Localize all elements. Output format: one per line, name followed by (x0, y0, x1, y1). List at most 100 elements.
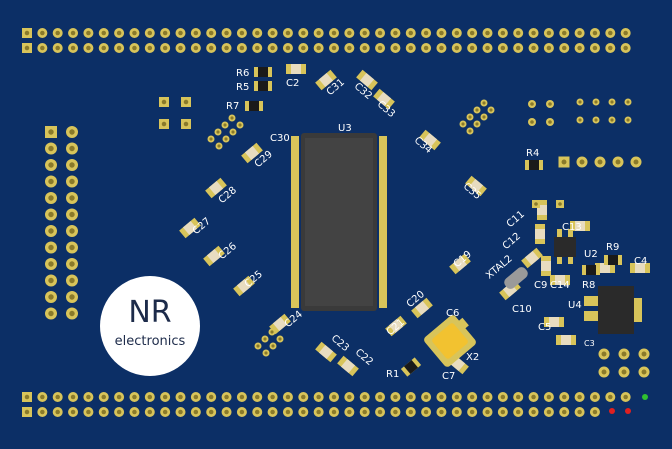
pad-hole (562, 409, 567, 415)
pad-hole (40, 409, 45, 415)
pad-hole (161, 121, 167, 127)
pad-hole (468, 129, 472, 133)
capacitor (269, 313, 291, 335)
pad-hole (393, 394, 398, 400)
pad-hole (393, 409, 398, 415)
pad-hole (301, 45, 306, 51)
nr-electronics-logo: NR electronics (100, 276, 200, 376)
pad-hole (69, 211, 75, 218)
pad-hole (423, 30, 429, 36)
pad-hole (208, 45, 214, 51)
pad-hole (592, 409, 598, 415)
pad-hole (101, 45, 106, 51)
pad-hole (69, 195, 75, 201)
pad-hole (546, 394, 552, 400)
pad-hole (48, 162, 54, 168)
pad-hole (558, 202, 562, 206)
ic-u3 (291, 133, 387, 311)
pad-hole (40, 394, 45, 400)
pad-hole (362, 45, 367, 51)
header-bottom-row2 (22, 407, 600, 417)
pad-hole (608, 394, 613, 400)
pad-hole (161, 99, 167, 105)
pad-hole (423, 394, 429, 400)
pad-hole (70, 394, 76, 400)
label-r6: R6 (236, 68, 250, 79)
pad-hole (592, 30, 598, 36)
pad-hole (132, 409, 137, 415)
capacitor (241, 142, 263, 164)
pad-hole (183, 121, 189, 127)
pad-hole (469, 45, 475, 51)
pad-hole (347, 30, 352, 36)
pad-hole (147, 394, 153, 400)
pad-hole (531, 30, 536, 36)
capacitor (337, 355, 359, 377)
pad-hole (193, 30, 199, 36)
pad-hole (270, 330, 274, 334)
pad-hole (132, 30, 137, 36)
label-c10: C10 (512, 304, 532, 315)
pad-hole (238, 123, 242, 127)
crystal-x2 (424, 315, 476, 367)
pad-hole (475, 108, 479, 112)
pad-hole (597, 159, 603, 165)
pad-hole (578, 118, 582, 122)
label-r9: R9 (606, 242, 620, 253)
label-r7: R7 (226, 101, 240, 112)
pad-hole (577, 394, 582, 400)
pad-hole (147, 45, 153, 51)
pad-hole (562, 45, 567, 51)
pad-hole (270, 394, 275, 400)
pad-hole (515, 394, 521, 400)
pad-hole (132, 45, 137, 51)
pad-hole (316, 30, 321, 36)
pad-hole (116, 394, 122, 400)
pad-hole (594, 118, 598, 122)
pad-hole (626, 118, 630, 122)
label-c7: C7 (442, 371, 456, 382)
pad-hole (48, 261, 54, 267)
label-u2: U2 (584, 249, 598, 260)
pad-hole (489, 108, 493, 112)
pad-hole (469, 30, 475, 36)
capacitor (535, 224, 545, 244)
pad-hole (377, 409, 383, 415)
pad-hole (116, 30, 122, 36)
pad-hole (482, 115, 486, 119)
pad-hole (285, 409, 291, 415)
pad-hole (48, 310, 54, 317)
pad-hole (162, 30, 168, 36)
pad-hole (485, 394, 490, 400)
pad-hole (534, 202, 538, 206)
pad-hole (239, 394, 245, 400)
pad-hole (515, 409, 521, 415)
pad-hole (116, 45, 122, 51)
pad-hole (393, 30, 398, 36)
pad-hole (615, 159, 621, 165)
pad-hole (285, 30, 291, 36)
pad-hole (562, 30, 567, 36)
pad-hole (48, 211, 54, 218)
pad-hole (608, 45, 613, 51)
label-c6: C6 (446, 308, 460, 319)
pad-hole (454, 30, 460, 36)
pad-hole (594, 100, 598, 104)
pad-hole (239, 30, 245, 36)
pad-hole (231, 130, 235, 134)
pad-hole (316, 394, 321, 400)
capacitor (385, 315, 407, 337)
pad-hole (70, 409, 76, 415)
pad-hole (224, 45, 229, 51)
pad-hole (601, 351, 607, 357)
pad-hole (500, 394, 506, 400)
pad-hole (193, 394, 199, 400)
pad-hole (531, 394, 536, 400)
header-top-row2 (22, 43, 631, 53)
pad-hole (347, 394, 352, 400)
label-r5: R5 (236, 82, 250, 93)
pad-hole (55, 30, 60, 36)
capacitor (465, 175, 487, 197)
